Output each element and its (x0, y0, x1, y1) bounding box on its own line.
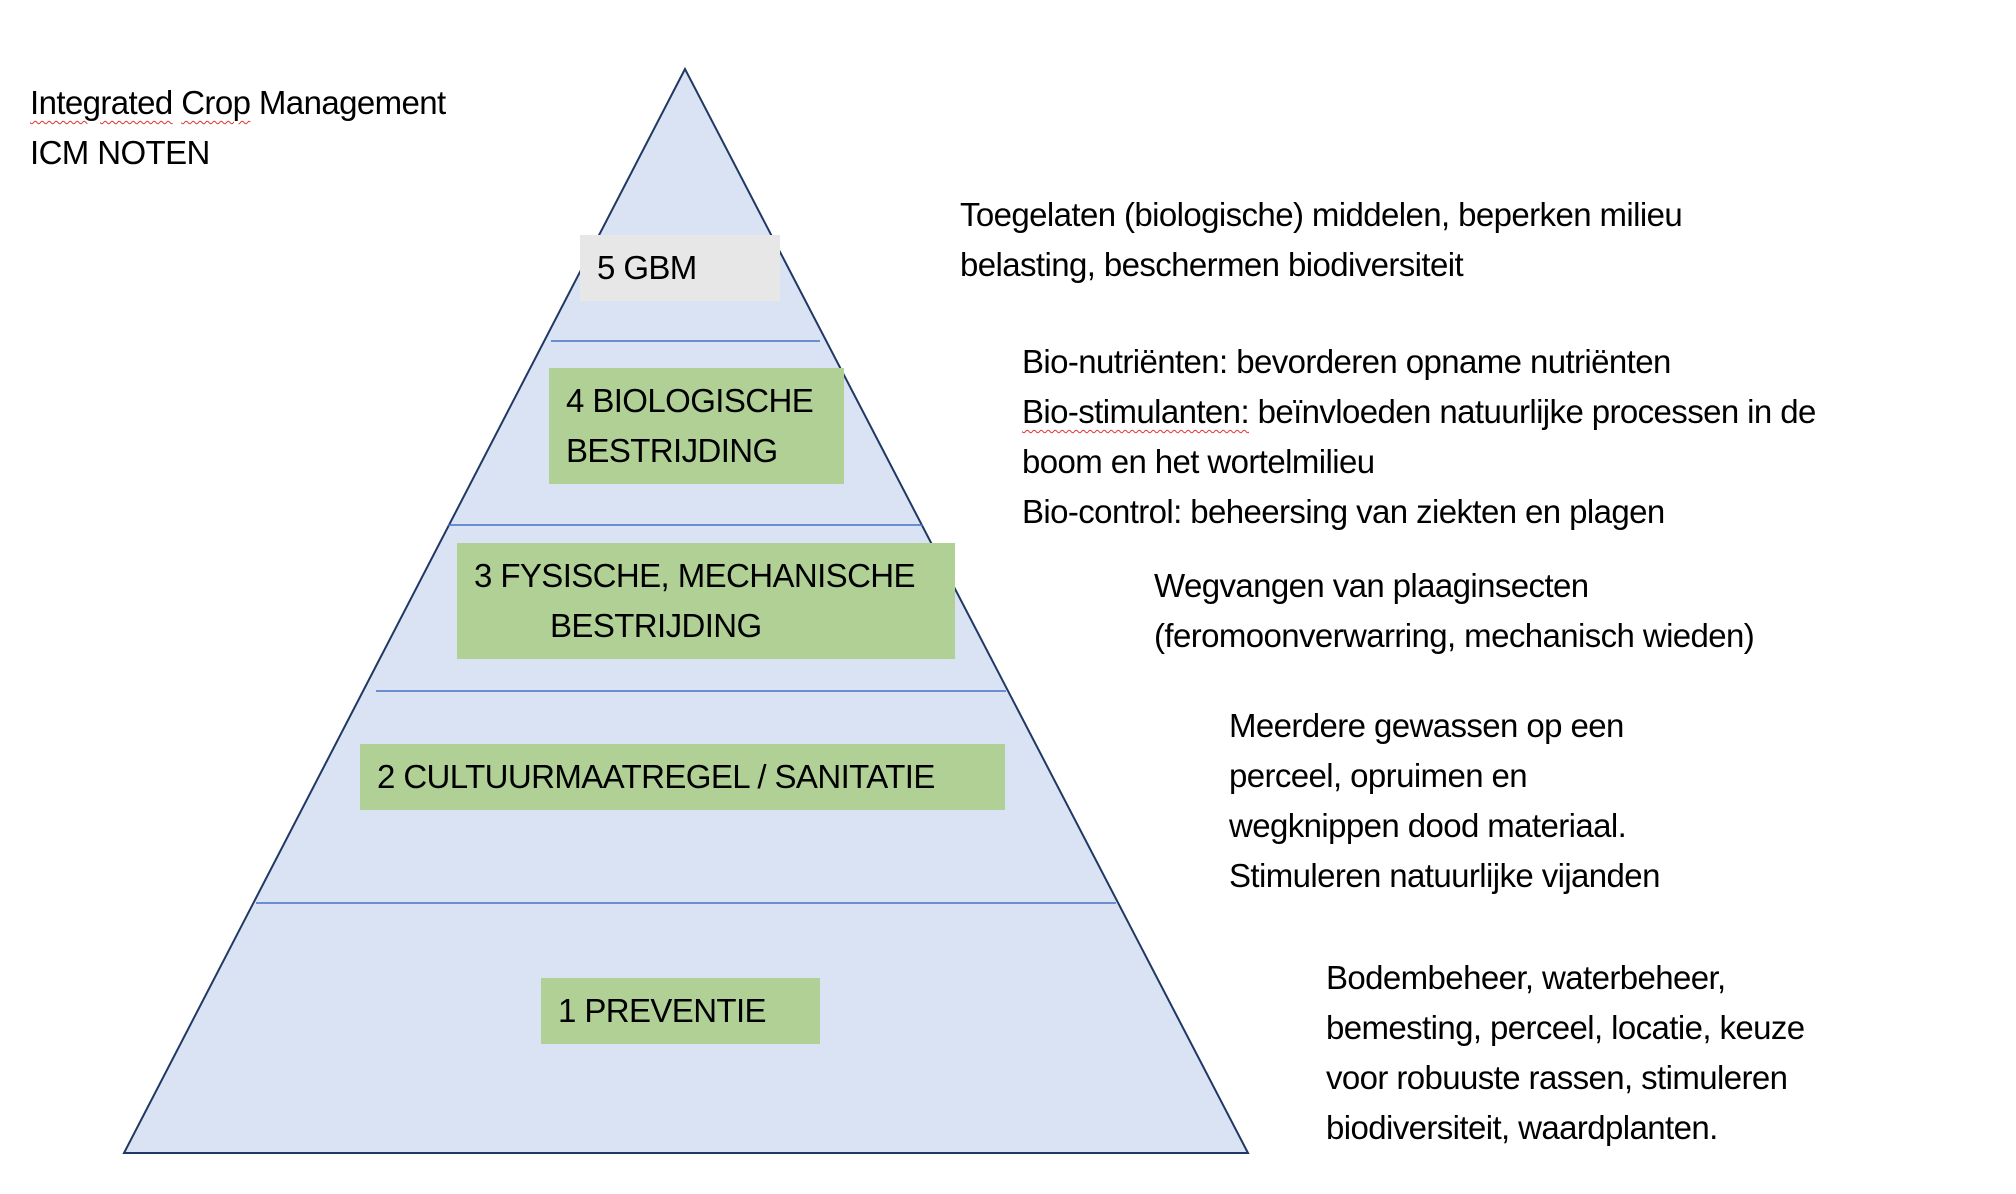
title-word: Crop (181, 84, 251, 121)
note-line: Bio-control: beheersing van ziekten en p… (1022, 493, 1665, 530)
note-line: Wegvangen van plaaginsecten (1154, 567, 1589, 604)
note-level-1: Bodembeheer, waterbeheer, bemesting, per… (1326, 953, 1805, 1153)
level-label-text: BESTRIJDING (550, 607, 762, 644)
level-label-text: 3 FYSISCHE, MECHANISCHE (474, 557, 916, 594)
note-line: belasting, beschermen biodiversiteit (960, 246, 1464, 283)
title-word: Management (258, 84, 446, 121)
note-line: perceel, opruimen en (1229, 757, 1528, 794)
note-line: voor robuuste rassen, stimuleren (1326, 1059, 1788, 1096)
note-line: Bodembeheer, waterbeheer, (1326, 959, 1726, 996)
level-1-label: 1 PREVENTIE (541, 978, 820, 1044)
note-line: Meerdere gewassen op een (1229, 707, 1624, 744)
note-line: wegknippen dood materiaal. (1229, 807, 1627, 844)
note-line: Bio-stimulanten: beïnvloeden natuurlijke… (1022, 387, 1816, 437)
level-4-label: 4 BIOLOGISCHE BESTRIJDING (549, 368, 844, 484)
level-2-label: 2 CULTUURMAATREGEL / SANITATIE (360, 744, 1005, 810)
level-label-text: 2 CULTUURMAATREGEL / SANITATIE (377, 758, 935, 795)
level-label-text: BESTRIJDING (566, 432, 778, 469)
note-line: boom en het wortelmilieu (1022, 443, 1375, 480)
level-5-label: 5 GBM (580, 235, 780, 301)
note-line: Toegelaten (biologische) middelen, beper… (960, 196, 1683, 233)
title-word: Integrated (30, 84, 173, 121)
note-level-2: Meerdere gewassen op een perceel, opruim… (1229, 701, 1660, 901)
note-level-5: Toegelaten (biologische) middelen, beper… (960, 190, 1683, 290)
level-label-text: 4 BIOLOGISCHE (566, 382, 814, 419)
note-level-3: Wegvangen van plaaginsecten (feromoonver… (1154, 561, 1755, 661)
note-line: bemesting, perceel, locatie, keuze (1326, 1009, 1805, 1046)
note-term: Bio-stimulanten: (1022, 393, 1250, 430)
level-label-text: 1 PREVENTIE (558, 992, 767, 1029)
note-line: Bio-nutriënten: bevorderen opname nutrië… (1022, 343, 1671, 380)
note-line: biodiversiteit, waardplanten. (1326, 1109, 1718, 1146)
note-line: (feromoonverwarring, mechanisch wieden) (1154, 617, 1755, 654)
level-label-text: 5 GBM (597, 249, 697, 286)
note-level-4: Bio-nutriënten: bevorderen opname nutrië… (1022, 337, 1816, 537)
diagram-title: Integrated Crop Management ICM NOTEN (30, 78, 446, 178)
note-line: Stimuleren natuurlijke vijanden (1229, 857, 1660, 894)
level-3-label: 3 FYSISCHE, MECHANISCHE BESTRIJDING (457, 543, 955, 659)
note-text: beïnvloeden natuurlijke processen in de (1249, 393, 1817, 430)
title-subtitle: ICM NOTEN (30, 134, 210, 171)
